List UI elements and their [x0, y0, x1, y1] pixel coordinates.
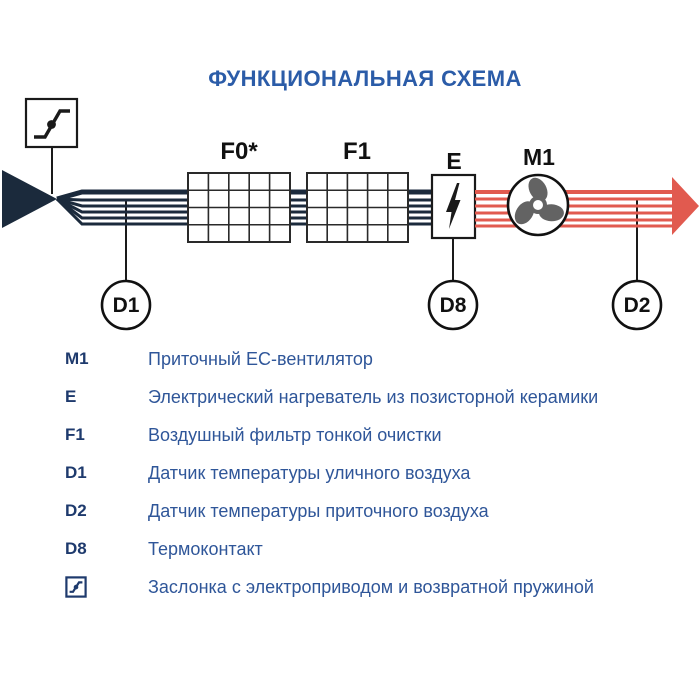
page-title: ФУНКЦИОНАЛЬНАЯ СХЕМА	[208, 66, 522, 91]
legend-row-m1: M1 Приточный EC-вентилятор	[0, 340, 700, 378]
legend-text: Электрический нагреватель из позисторной…	[148, 386, 599, 407]
damper-icon	[34, 109, 70, 139]
damper-box	[24, 97, 79, 149]
fan-label: M1	[523, 144, 555, 170]
legend-row-e: E Электрический нагреватель из позисторн…	[0, 378, 700, 416]
legend-key: M1	[65, 349, 89, 368]
legend-row-d1: D1 Датчик температуры уличного воздуха	[0, 454, 700, 492]
legend: M1 Приточный EC-вентилятор E Электрическ…	[0, 340, 700, 606]
heater-box	[430, 173, 477, 240]
legend-row-damper: Заслонка с электроприводом и возвратной …	[0, 568, 700, 606]
filter-f1-grid	[306, 172, 409, 243]
supply-arrow	[672, 177, 699, 235]
sensor-d1-label: D1	[113, 294, 140, 317]
heater-label: E	[446, 148, 461, 174]
legend-text: Термоконтакт	[148, 538, 263, 559]
legend-key: D8	[65, 539, 87, 558]
legend-key: F1	[65, 425, 85, 444]
damper-icon	[65, 576, 87, 598]
legend-key: D1	[65, 463, 87, 482]
sensor-d2-label: D2	[624, 294, 651, 317]
legend-text: Датчик температуры уличного воздуха	[148, 462, 471, 483]
filter-f0-label: F0*	[220, 138, 258, 165]
sensor-d8-label: D8	[440, 294, 467, 317]
legend-text: Датчик температуры приточного воздуха	[148, 500, 489, 521]
legend-text: Воздушный фильтр тонкой очистки	[148, 424, 442, 445]
legend-text: Приточный EC-вентилятор	[148, 348, 373, 369]
intake-arrow	[2, 170, 57, 228]
legend-key: D2	[65, 501, 87, 520]
lightning-icon	[446, 183, 461, 229]
legend-row-d2: D2 Датчик температуры приточного воздуха	[0, 492, 700, 530]
supply-airflow-lines	[475, 190, 674, 228]
filter-f0-grid	[187, 172, 291, 243]
legend-row-d8: D8 Термоконтакт	[0, 530, 700, 568]
sensor-d2-circle: D2	[611, 279, 663, 331]
legend-key	[65, 576, 148, 598]
legend-key: E	[65, 387, 77, 406]
filter-f1-label: F1	[343, 138, 371, 165]
intake-airflow-lines	[2, 170, 432, 228]
sensor-d8-circle: D8	[427, 279, 479, 331]
fan-icon	[514, 177, 564, 225]
legend-text: Заслонка с электроприводом и возвратной …	[148, 576, 594, 597]
fan-circle	[506, 173, 570, 237]
legend-row-f1: F1 Воздушный фильтр тонкой очистки	[0, 416, 700, 454]
sensor-d1-circle: D1	[100, 279, 152, 331]
